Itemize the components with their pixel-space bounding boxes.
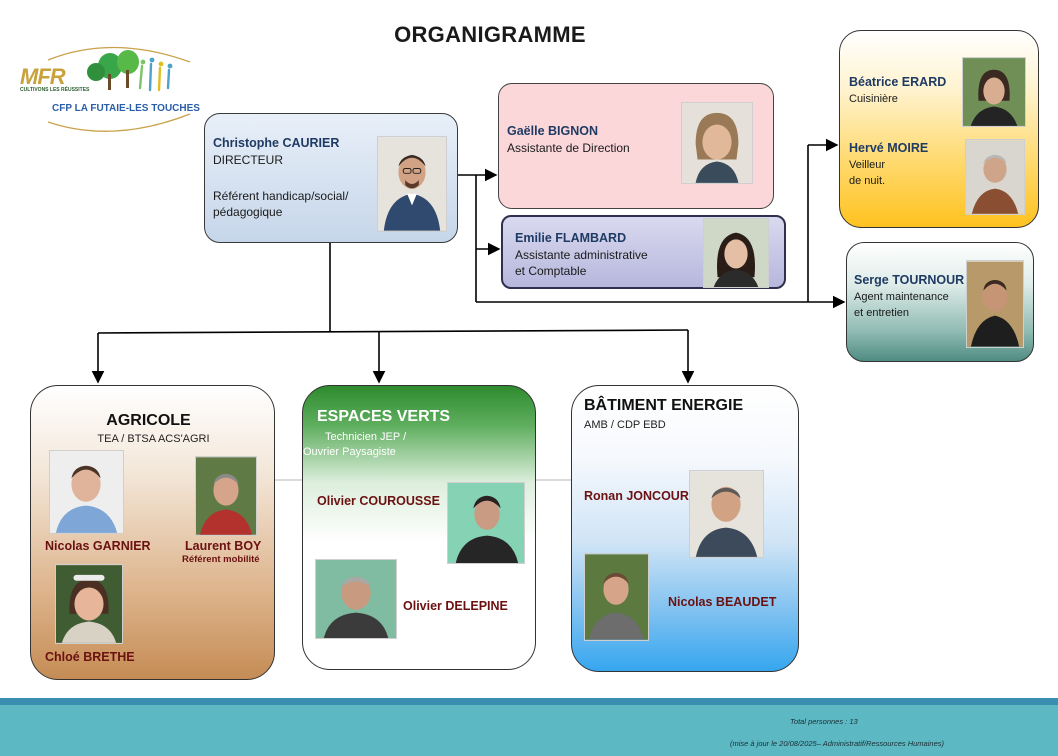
cook-name: Béatrice ERARD [849, 75, 947, 89]
agri-person3-photo [55, 564, 123, 644]
assistant-photo [681, 102, 753, 184]
build-person1-name: Ronan JONCOUR [584, 489, 689, 503]
night-role-1: Veilleur [849, 159, 886, 171]
dept-espaces-verts-card: ESPACES VERTS Technicien JEP / Ouvrier P… [302, 385, 536, 670]
build-subtitle: AMB / CDP EBD [584, 419, 666, 431]
green-title: ESPACES VERTS [317, 408, 451, 425]
director-note-1: Référent handicap/social/ [213, 189, 349, 203]
build-person1-photo [689, 470, 764, 558]
accountant-role-2: et Comptable [515, 264, 587, 278]
footer-update: (mise à jour le 20/08/2025– Administrati… [730, 739, 944, 748]
agri-person2-photo [195, 456, 257, 536]
maintenance-name: Serge TOURNOUR [854, 273, 965, 287]
director-name: Christophe CAURIER [213, 136, 340, 150]
assistant-name: Gaëlle BIGNON [507, 124, 598, 138]
build-title: BÂTIMENT ENERGIE [584, 397, 744, 414]
agri-person2-name: Laurent BOY [185, 539, 262, 553]
director-card: Christophe CAURIER DIRECTEUR Référent ha… [204, 113, 458, 243]
maintenance-role-2: et entretien [854, 307, 910, 319]
green-subtitle-1: Technicien JEP / [325, 431, 407, 443]
maintenance-card: Serge TOURNOUR Agent maintenance et entr… [846, 242, 1034, 362]
cook-photo [962, 57, 1026, 127]
cook-role: Cuisinière [849, 93, 898, 105]
night-role-2: de nuit. [849, 175, 886, 187]
assistant-role: Assistante de Direction [507, 141, 630, 155]
director-role: DIRECTEUR [213, 153, 284, 167]
accountant-photo [703, 218, 769, 288]
footer-total: Total personnes : 13 [790, 717, 858, 726]
dept-batiment-energie-card: BÂTIMENT ENERGIE AMB / CDP EBD Ronan JON… [571, 385, 799, 672]
mfr-logo: MFR CULTIVONS LES RÉUSSITES CFP LA FUTAI… [18, 40, 200, 132]
director-note-2: pédagogique [213, 205, 283, 219]
night-photo [965, 139, 1025, 215]
accountant-name: Emilie FLAMBARD [515, 231, 627, 245]
kitchen-night-card: Béatrice ERARD Cuisinière Hervé MOIRE Ve… [839, 30, 1039, 228]
agri-person2-note: Référent mobilité [182, 554, 260, 565]
agri-title: AGRICOLE [106, 412, 191, 429]
green-subtitle-2: Ouvrier Paysagiste [303, 446, 396, 458]
dept-agricole-card: AGRICOLE TEA / BTSA ACS'AGRI Nicolas GAR… [30, 385, 275, 680]
footer-divider [0, 698, 1058, 705]
green-person2-name: Olivier DELEPINE [403, 599, 508, 613]
agri-person1-photo [49, 450, 124, 534]
green-person2-photo [315, 559, 397, 639]
maintenance-role-1: Agent maintenance [854, 291, 949, 303]
green-person1-photo [447, 482, 525, 564]
build-person2-name: Nicolas BEAUDET [668, 595, 777, 609]
director-photo [377, 136, 447, 232]
logo-name: CFP LA FUTAIE-LES TOUCHES [52, 103, 200, 114]
logo-brand: MFR [20, 64, 66, 89]
agri-person1-name: Nicolas GARNIER [45, 539, 151, 553]
page-title: ORGANIGRAMME [394, 22, 586, 47]
agri-subtitle: TEA / BTSA ACS'AGRI [97, 433, 210, 445]
green-person1-name: Olivier COUROUSSE [317, 494, 440, 508]
maintenance-photo [966, 260, 1024, 348]
night-name: Hervé MOIRE [849, 141, 929, 155]
assistant-card: Gaëlle BIGNON Assistante de Direction [498, 83, 774, 209]
footer-band: Total personnes : 13 (mise à jour le 20/… [0, 705, 1058, 756]
build-person2-photo [584, 553, 649, 641]
accountant-card: Emilie FLAMBARD Assistante administrativ… [501, 215, 786, 289]
logo-tagline: CULTIVONS LES RÉUSSITES [20, 87, 90, 93]
agri-person3-name: Chloé BRETHE [45, 650, 135, 664]
accountant-role-1: Assistante administrative [515, 248, 648, 262]
